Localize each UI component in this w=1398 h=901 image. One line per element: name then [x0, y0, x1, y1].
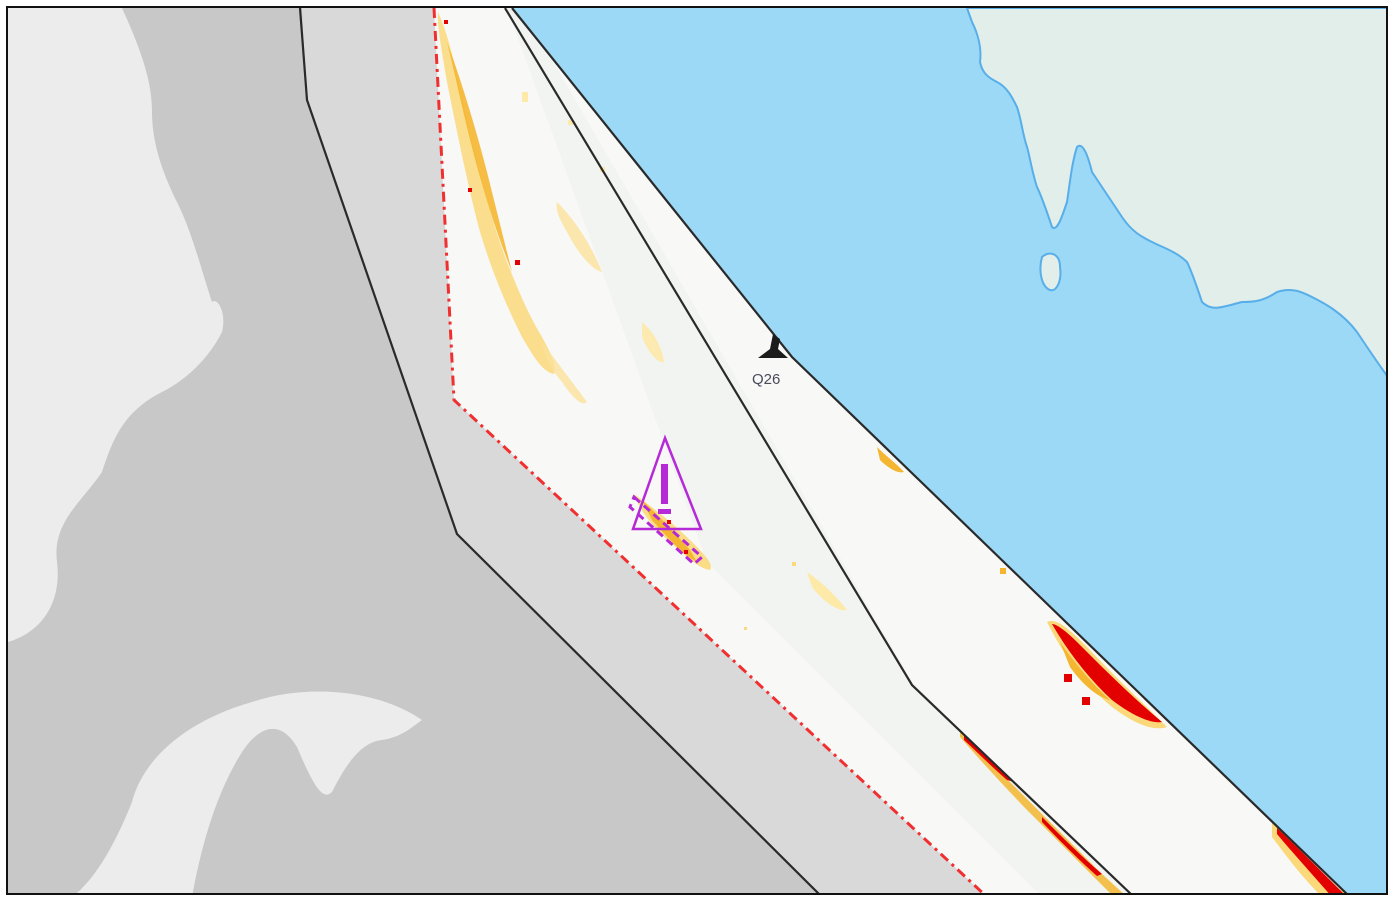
small-island: [1039, 252, 1062, 292]
inner-boundary-line: [504, 8, 1132, 893]
outer-boundary-left: [298, 8, 820, 893]
dashed-boundary-line: [432, 8, 985, 893]
corridor-inner-tint: [507, 8, 1128, 893]
heat-cluster-upper: [437, 12, 664, 404]
shoreline-boundary-line: [511, 8, 1348, 893]
map-canvas[interactable]: Q26: [6, 6, 1388, 895]
marker-label-q26: Q26: [752, 371, 781, 388]
warning-triangle-icon[interactable]: [628, 434, 705, 567]
dark-landform: [8, 8, 818, 893]
heat-cluster-shore-mid: [877, 447, 1006, 574]
heat-cluster-bottom-edge: [960, 732, 1345, 893]
buffer-band: [302, 8, 983, 893]
station-marker-icon[interactable]: [758, 334, 788, 358]
green-land: [965, 8, 1386, 377]
map-layers: [8, 8, 1386, 893]
heat-cluster-shore-lower: [1047, 621, 1167, 729]
